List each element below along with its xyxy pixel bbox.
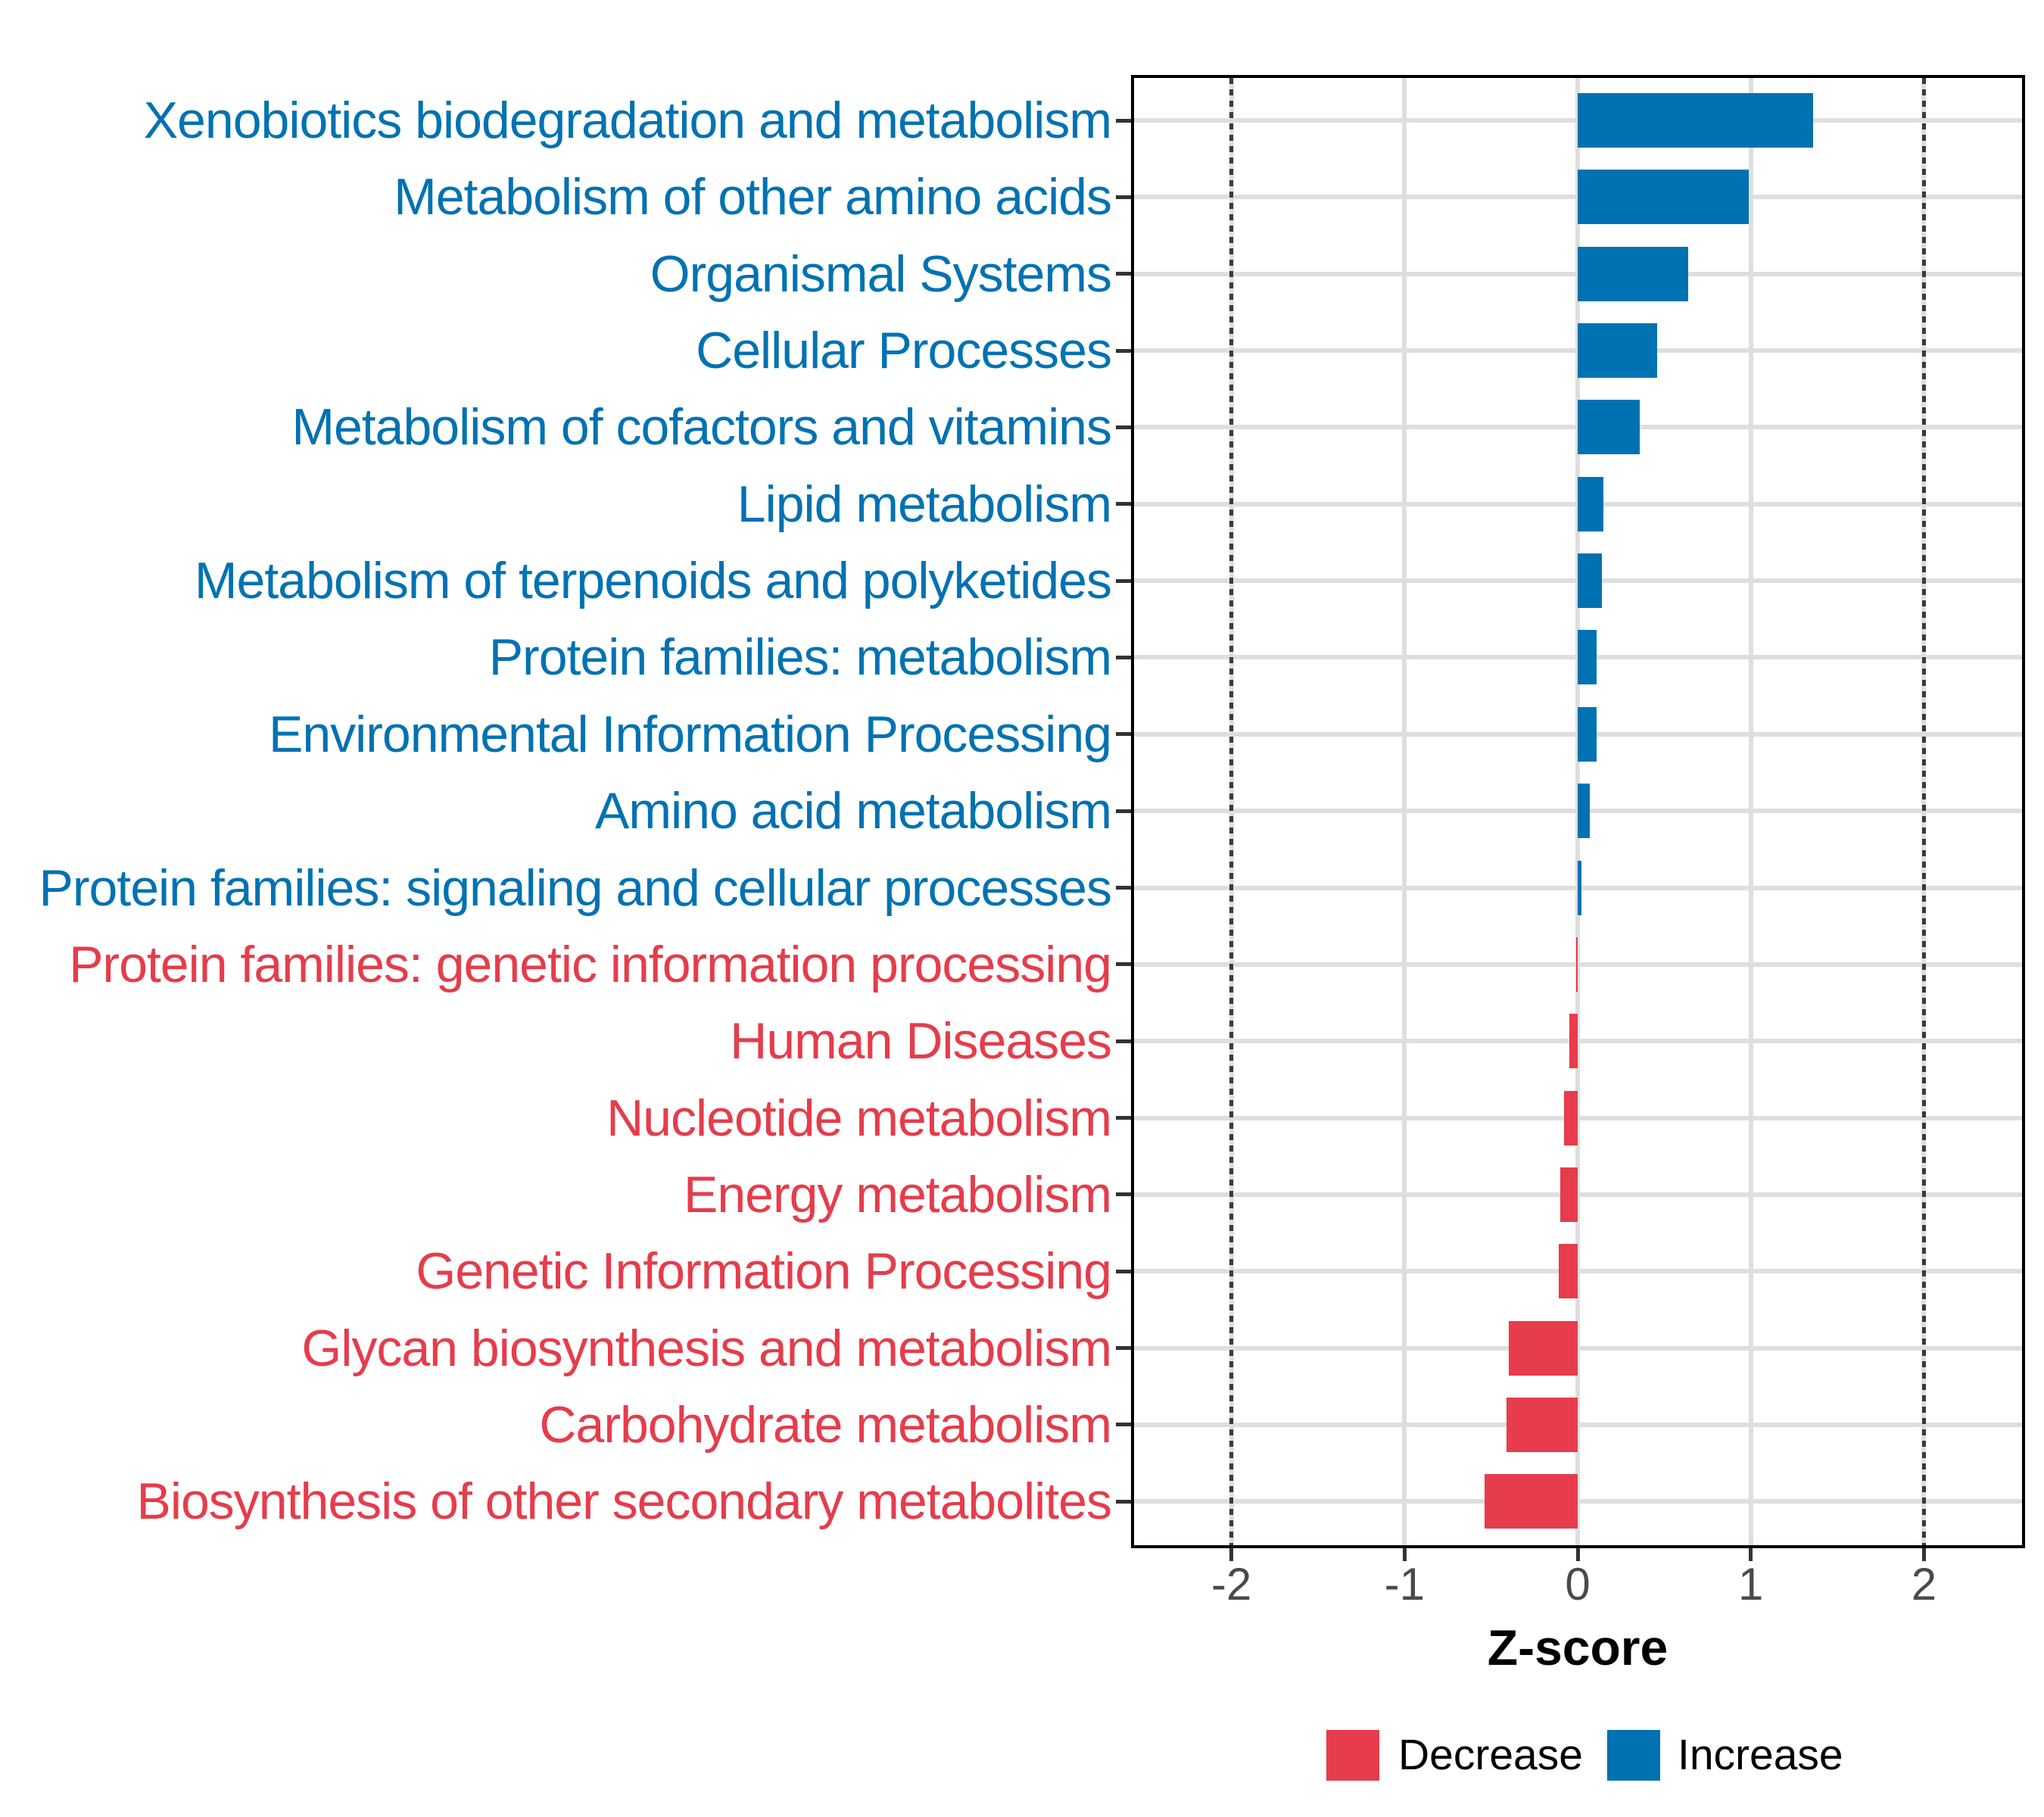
x-axis-tick-label: 2 bbox=[1911, 1559, 1937, 1610]
category-label: Protein families: signaling and cellular… bbox=[39, 859, 1112, 917]
y-axis-tick bbox=[1116, 195, 1131, 199]
x-axis-tick-label: -2 bbox=[1211, 1559, 1252, 1610]
bar bbox=[1578, 323, 1658, 379]
x-axis-tick-label: 0 bbox=[1565, 1559, 1591, 1610]
category-label: Lipid metabolism bbox=[737, 475, 1112, 533]
category-label: Carbohydrate metabolism bbox=[539, 1395, 1112, 1454]
y-axis-tick bbox=[1116, 118, 1131, 123]
y-axis-tick bbox=[1116, 348, 1131, 353]
reference-line bbox=[1921, 78, 1926, 1545]
x-axis-tick bbox=[1402, 1548, 1407, 1561]
y-axis-tick bbox=[1116, 1116, 1131, 1120]
bar bbox=[1578, 246, 1689, 301]
y-axis-tick bbox=[1116, 1499, 1131, 1504]
bar bbox=[1578, 706, 1597, 762]
bar bbox=[1578, 476, 1604, 531]
category-label: Glycan biosynthesis and metabolism bbox=[301, 1319, 1112, 1377]
y-axis-tick bbox=[1116, 886, 1131, 890]
x-axis-tick bbox=[1921, 1548, 1926, 1561]
reference-line bbox=[1229, 78, 1234, 1545]
category-label: Cellular Processes bbox=[696, 322, 1112, 380]
bar bbox=[1578, 630, 1597, 685]
y-axis-tick bbox=[1116, 578, 1131, 583]
x-axis-tick bbox=[1575, 1548, 1580, 1561]
category-label: Metabolism of terpenoids and polyketides bbox=[194, 552, 1112, 610]
bar bbox=[1508, 1320, 1578, 1376]
category-label: Xenobiotics biodegradation and metabolis… bbox=[143, 92, 1112, 149]
bar bbox=[1484, 1474, 1578, 1529]
x-axis-tick-label: 1 bbox=[1738, 1559, 1764, 1610]
legend-label-increase: Increase bbox=[1678, 1731, 1843, 1779]
y-axis-tick bbox=[1116, 962, 1131, 967]
x-axis-tick-label: -1 bbox=[1384, 1559, 1425, 1610]
category-label: Metabolism of cofactors and vitamins bbox=[291, 398, 1112, 457]
y-axis-tick bbox=[1116, 655, 1131, 659]
bar bbox=[1575, 937, 1578, 992]
bar bbox=[1563, 1090, 1578, 1145]
v-gridline bbox=[1402, 78, 1407, 1545]
x-axis-title: Z-score bbox=[1487, 1619, 1669, 1675]
category-label: Biosynthesis of other secondary metaboli… bbox=[136, 1473, 1112, 1531]
x-axis-tick bbox=[1229, 1548, 1234, 1561]
category-label: Metabolism of other amino acids bbox=[394, 168, 1112, 226]
legend-key-increase bbox=[1607, 1730, 1660, 1781]
y-axis-tick bbox=[1116, 1423, 1131, 1427]
category-label: Genetic Information Processing bbox=[416, 1242, 1112, 1301]
legend-key-decrease bbox=[1326, 1730, 1379, 1781]
y-axis-tick bbox=[1116, 425, 1131, 429]
bar bbox=[1578, 93, 1814, 148]
category-label: Organismal Systems bbox=[650, 245, 1112, 303]
bar bbox=[1558, 1244, 1578, 1299]
bar bbox=[1507, 1397, 1578, 1452]
y-axis-tick bbox=[1116, 1039, 1131, 1043]
bar bbox=[1569, 1014, 1578, 1069]
y-axis-tick bbox=[1116, 502, 1131, 506]
y-axis-tick bbox=[1116, 1269, 1131, 1273]
category-label: Energy metabolism bbox=[683, 1165, 1112, 1223]
y-axis-tick bbox=[1116, 1192, 1131, 1197]
category-label: Human Diseases bbox=[730, 1012, 1112, 1071]
y-axis-tick bbox=[1116, 1346, 1131, 1351]
category-label: Environmental Information Processing bbox=[269, 705, 1112, 763]
y-axis-tick bbox=[1116, 809, 1131, 813]
bar bbox=[1578, 860, 1581, 915]
bar bbox=[1578, 170, 1750, 225]
bar bbox=[1560, 1167, 1578, 1222]
y-axis-tick bbox=[1116, 732, 1131, 737]
bar bbox=[1578, 784, 1590, 839]
legend-label-decrease: Decrease bbox=[1398, 1731, 1583, 1779]
v-gridline bbox=[1748, 78, 1753, 1545]
bar bbox=[1578, 553, 1603, 609]
bar bbox=[1578, 400, 1640, 455]
x-axis-tick bbox=[1749, 1548, 1753, 1561]
y-axis-tick bbox=[1116, 272, 1131, 276]
plot-panel bbox=[1131, 75, 2025, 1548]
category-label: Protein families: genetic information pr… bbox=[69, 935, 1112, 993]
category-label: Protein families: metabolism bbox=[488, 628, 1112, 687]
category-label: Amino acid metabolism bbox=[595, 782, 1112, 840]
category-label: Nucleotide metabolism bbox=[606, 1089, 1112, 1147]
